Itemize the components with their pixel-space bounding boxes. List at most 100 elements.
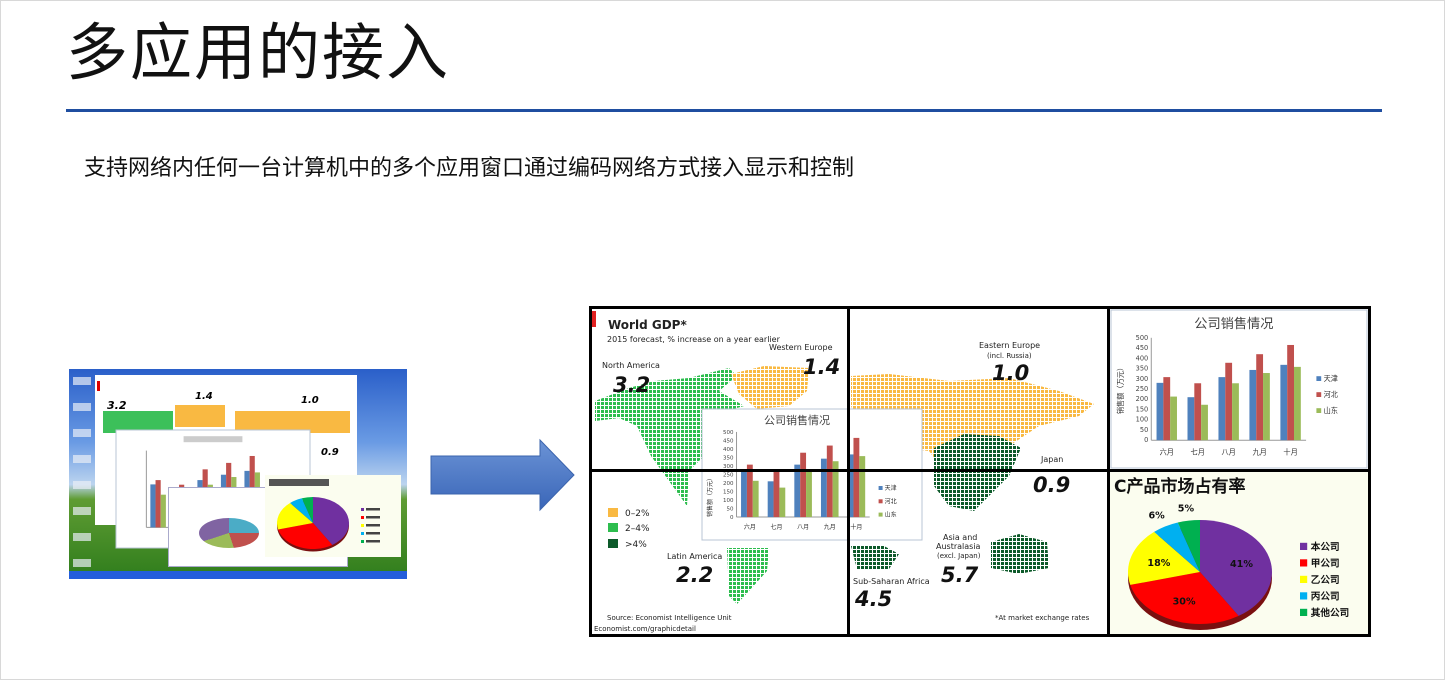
map-legend-label: 0–2%	[625, 509, 650, 519]
legend-label: 天津	[885, 485, 897, 492]
bar-天津-九月	[1249, 369, 1257, 441]
x-tick-label: 七月	[770, 523, 782, 531]
label-eastern-europe: Eastern Europe	[979, 341, 1040, 350]
value-latin-america: 2.2	[676, 563, 713, 587]
bar-山东-九月	[832, 461, 839, 518]
x-tick-label: 八月	[1221, 448, 1235, 457]
legend-label: 河北	[1324, 390, 1338, 399]
legend-swatch	[361, 516, 364, 519]
bar-天津-九月	[820, 458, 827, 518]
pie-data-label: 6%	[1148, 511, 1165, 522]
slide-subtitle: 支持网络内任何一台计算机中的多个应用窗口通过编码网络方式接入显示和控制	[84, 156, 855, 181]
pie-slice-乙公司	[277, 502, 313, 530]
legend-label-placeholder	[366, 516, 380, 519]
bar-河北-九月	[826, 445, 833, 518]
label-asia: Asia and	[943, 533, 977, 542]
y-tick-label: 450	[1136, 344, 1149, 352]
y-tick-label: 150	[1136, 405, 1149, 413]
label-north-america: North America	[602, 361, 660, 370]
pie-slice-丙公司	[290, 498, 313, 523]
pie-data-label: 5%	[1178, 503, 1195, 514]
y-tick-label: 100	[723, 498, 734, 504]
slide-title: 多应用的接入	[66, 16, 451, 89]
y-tick-label: 50	[727, 507, 734, 513]
y-tick-label: 500	[723, 430, 734, 436]
y-axis-label: 销售额（万元）	[706, 475, 714, 517]
legend-swatch	[878, 512, 883, 517]
legend-label: 其他公司	[1311, 607, 1349, 619]
x-tick-label: 九月	[824, 523, 836, 531]
taskbar	[69, 571, 407, 579]
desktop-screenshot: 3.2 1.4 1.0 0.9	[69, 369, 407, 579]
bar-天津-六月	[150, 484, 156, 528]
bar-河北-八月	[1225, 362, 1233, 441]
legend-swatch	[361, 524, 364, 527]
y-tick-label: 200	[1136, 395, 1149, 403]
thumb-value-north-america: 3.2	[107, 399, 127, 412]
wall-divider-h	[589, 469, 1371, 472]
y-tick-label: 150	[723, 490, 734, 496]
bar-河北-九月	[1256, 354, 1264, 441]
x-tick-label: 十月	[1283, 448, 1297, 457]
label-sub-saharan-africa: Sub-Saharan Africa	[853, 577, 930, 586]
legend-swatch	[1300, 575, 1308, 583]
pie-slice-甲公司	[1130, 572, 1239, 624]
legend-label-placeholder	[366, 524, 380, 527]
overlay-bar-chart-window: 公司销售情况050100150200250300350400450500销售额（…	[701, 408, 923, 541]
region-australia	[991, 534, 1049, 574]
y-tick-label: 0	[1144, 436, 1148, 444]
y-tick-label: 350	[723, 455, 734, 461]
legend-label: 天津	[1324, 374, 1338, 383]
bar-山东-九月	[1263, 373, 1270, 441]
bar-天津-十月	[847, 454, 854, 518]
pie-data-label: 18%	[1147, 558, 1170, 569]
value-asia: 5.7	[941, 563, 979, 587]
legend-label-placeholder	[366, 532, 380, 535]
chart-title: 公司销售情况	[764, 413, 830, 427]
chart-title-placeholder	[183, 436, 243, 443]
bar-河北-十月	[1287, 344, 1295, 441]
x-tick-label: 六月	[744, 523, 756, 531]
pie-slice-其他公司	[301, 497, 313, 523]
value-japan: 0.9	[1033, 473, 1070, 497]
value-north-america: 3.2	[613, 373, 650, 397]
label-asia-sub: (excl. Japan)	[937, 552, 981, 560]
legend-label: 丙公司	[1311, 592, 1340, 603]
wall-border-top	[589, 306, 1371, 309]
x-tick-label: 六月	[1160, 448, 1174, 457]
pie-slice-其他公司	[1177, 520, 1200, 572]
bar-山东-十月	[1294, 366, 1301, 441]
y-tick-label: 500	[1136, 334, 1149, 342]
bar-山东-八月	[806, 469, 812, 518]
y-tick-label: 300	[723, 464, 734, 470]
bar-山东-八月	[1232, 383, 1239, 441]
bar-山东-七月	[779, 487, 786, 518]
map-source: Source: Economist Intelligence Unit	[607, 614, 732, 622]
right-arrow-icon	[430, 438, 575, 512]
x-tick-label: 九月	[1252, 448, 1266, 457]
legend-swatch	[361, 532, 364, 535]
title-divider	[66, 109, 1382, 112]
region-greenland	[731, 366, 809, 409]
legend-label: 甲公司	[1311, 559, 1340, 570]
bar-河北-八月	[800, 452, 807, 518]
bar-天津-七月	[1187, 397, 1195, 441]
legend-swatch	[1316, 408, 1322, 413]
bar-河北-十月	[853, 437, 860, 518]
legend-swatch	[1316, 392, 1322, 397]
legend-label-placeholder	[366, 540, 380, 543]
bar-天津-八月	[1218, 377, 1226, 441]
x-tick-label: 七月	[1191, 448, 1205, 457]
label-eastern-europe-sub: (incl. Russia)	[987, 352, 1032, 360]
value-western-europe: 1.4	[803, 355, 840, 379]
map-url: Economist.com/graphicdetail	[594, 625, 696, 633]
desktop-icons	[73, 377, 91, 567]
legend-swatch	[1316, 376, 1322, 381]
label-western-europe: Western Europe	[769, 343, 833, 352]
map-title: World GDP*	[608, 318, 687, 332]
y-tick-label: 250	[1136, 385, 1149, 393]
thumb-value-japan: 0.9	[321, 447, 339, 458]
legend-swatch	[1300, 542, 1308, 550]
bar-河北-七月	[773, 469, 780, 518]
